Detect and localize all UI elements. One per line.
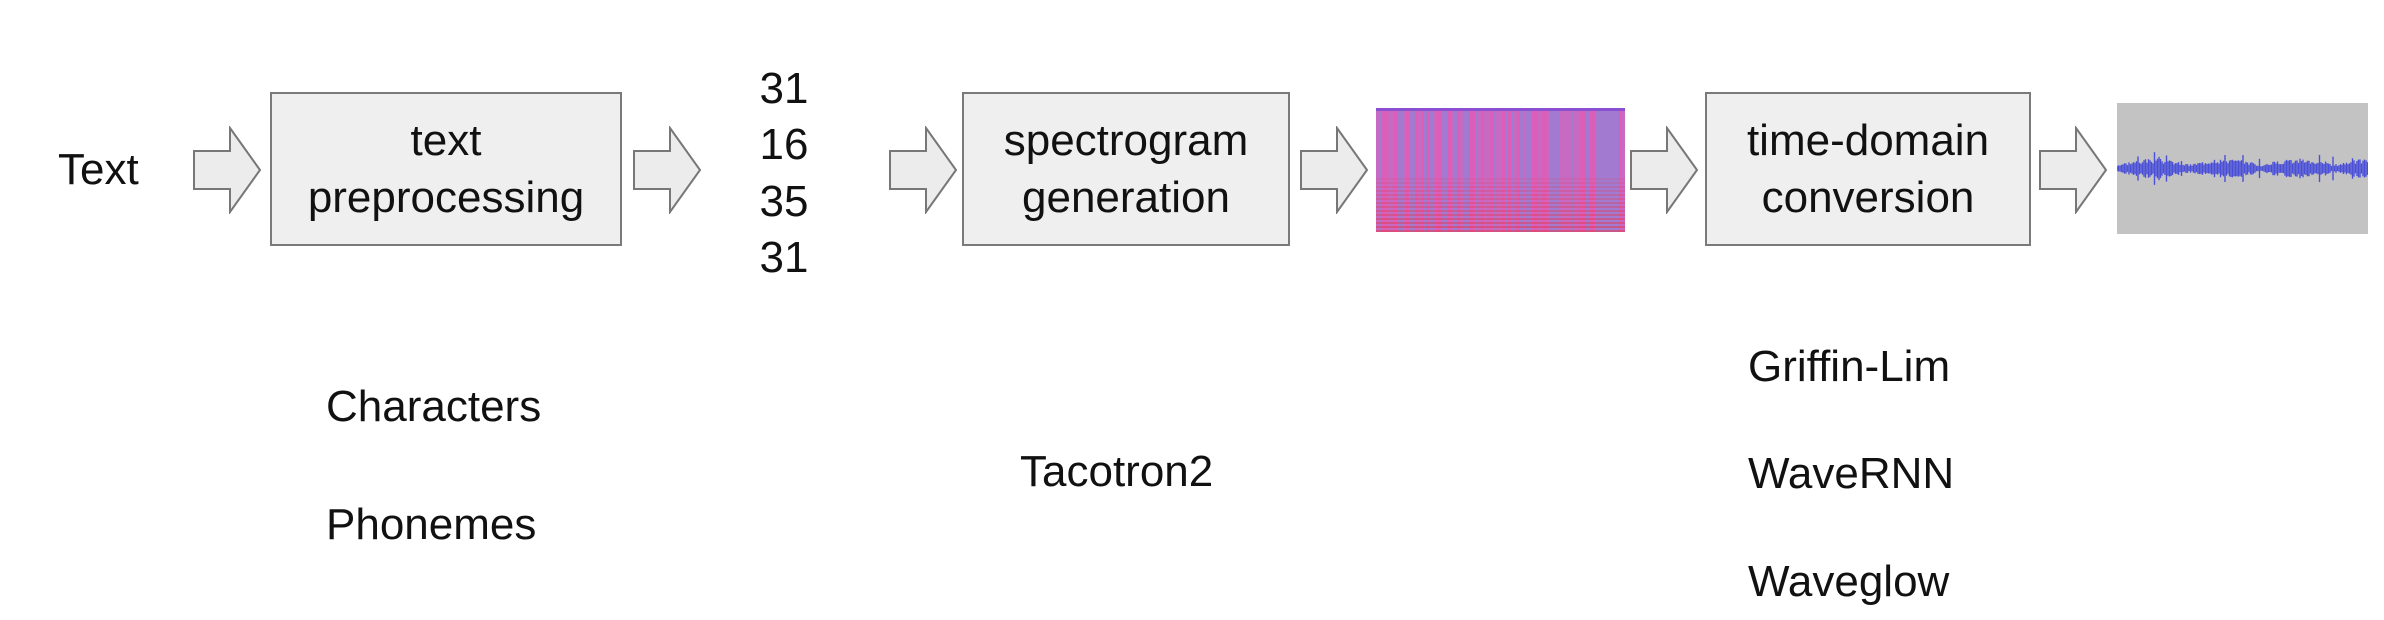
waveform-image	[2117, 103, 2368, 234]
option-wavernn: WaveRNN	[1748, 449, 1955, 498]
arrow-icon	[1630, 126, 1699, 214]
spectrogram-generation-box: spectrogram generation	[962, 92, 1290, 246]
token-id: 31	[759, 64, 809, 113]
time-domain-conversion-box: time-domain conversion	[1705, 92, 2031, 246]
stage-label-line2: conversion	[1761, 173, 1975, 222]
token-id: 31	[759, 233, 809, 282]
arrow-icon	[1300, 126, 1369, 214]
option-waveglow: Waveglow	[1748, 557, 1950, 606]
arrow-icon	[193, 126, 262, 214]
stage-label-line1: time-domain	[1746, 116, 1990, 165]
input-text-label: Text	[58, 145, 139, 194]
stage-label-line2: preprocessing	[307, 173, 585, 222]
option-tacotron2: Tacotron2	[1020, 447, 1214, 496]
arrow-icon	[633, 126, 702, 214]
text-preprocessing-box: text preprocessing	[270, 92, 622, 246]
option-phonemes: Phonemes	[326, 500, 537, 549]
arrow-icon	[889, 126, 958, 214]
stage-label-line2: generation	[1022, 173, 1230, 222]
option-griffin-lim: Griffin-Lim	[1748, 342, 1951, 391]
token-id: 16	[759, 120, 809, 169]
stage-label-line1: spectrogram	[1003, 116, 1249, 165]
stage-label-line1: text	[410, 116, 482, 165]
arrow-icon	[2039, 126, 2108, 214]
option-characters: Characters	[326, 382, 542, 431]
token-id: 35	[759, 177, 809, 226]
spectrogram-image	[1376, 108, 1625, 232]
